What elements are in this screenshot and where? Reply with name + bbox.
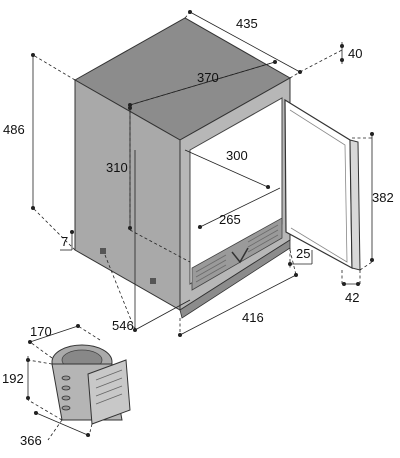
compressor-fan-box	[87, 359, 131, 425]
label-unit-height: 192	[2, 371, 24, 386]
label-front-width: 416	[242, 310, 264, 325]
dim-inner-width: 300	[184, 148, 271, 189]
label-door-height: 382	[372, 190, 394, 205]
compressor-unit	[51, 344, 131, 425]
dim-plinth: 7	[60, 230, 74, 251]
dim-unit-depth: 366	[20, 411, 93, 448]
label-height: 486	[3, 122, 25, 137]
dim-inner-height: 310	[106, 105, 132, 230]
ventilation-grille	[191, 217, 283, 291]
compressor-coils-icon	[61, 375, 71, 411]
label-inner-width: 300	[226, 148, 248, 163]
dim-unit-width: 170	[28, 324, 101, 359]
label-shelf-depth: 265	[219, 212, 241, 227]
dim-door-offset: 25	[288, 246, 313, 268]
door-gasket	[289, 109, 348, 263]
dim-depth: 546	[104, 150, 191, 333]
label-inner-height: 310	[106, 160, 128, 175]
dim-width: 435	[184, 10, 302, 79]
label-unit-depth: 366	[20, 433, 42, 448]
cabinet-foot-left	[100, 248, 106, 254]
door-panel	[284, 98, 353, 270]
open-door	[284, 98, 361, 271]
dim-front-width: 416	[178, 249, 298, 337]
label-door-thickness: 42	[345, 290, 359, 305]
dim-hinge-depth: 40	[299, 42, 362, 73]
grille-slats	[195, 224, 279, 283]
compressor-fan-slats	[95, 369, 123, 405]
dim-unit-height: 192	[2, 356, 63, 421]
label-inner-depth: 370	[197, 70, 219, 85]
dim-door-height: 382	[352, 132, 394, 271]
label-depth: 546	[112, 318, 134, 333]
brand-logo-icon	[231, 247, 249, 264]
label-hinge-depth: 40	[348, 46, 362, 61]
label-plinth: 7	[61, 234, 68, 249]
label-width: 435	[236, 16, 258, 31]
label-unit-width: 170	[30, 324, 52, 339]
dim-shelf-depth: 265	[197, 187, 281, 229]
dim-door-thickness: 42	[341, 270, 361, 305]
door-edge	[349, 139, 361, 271]
label-door-offset: 25	[296, 246, 310, 261]
dim-height: 486	[3, 53, 76, 251]
cabinet-foot-right	[150, 278, 156, 284]
